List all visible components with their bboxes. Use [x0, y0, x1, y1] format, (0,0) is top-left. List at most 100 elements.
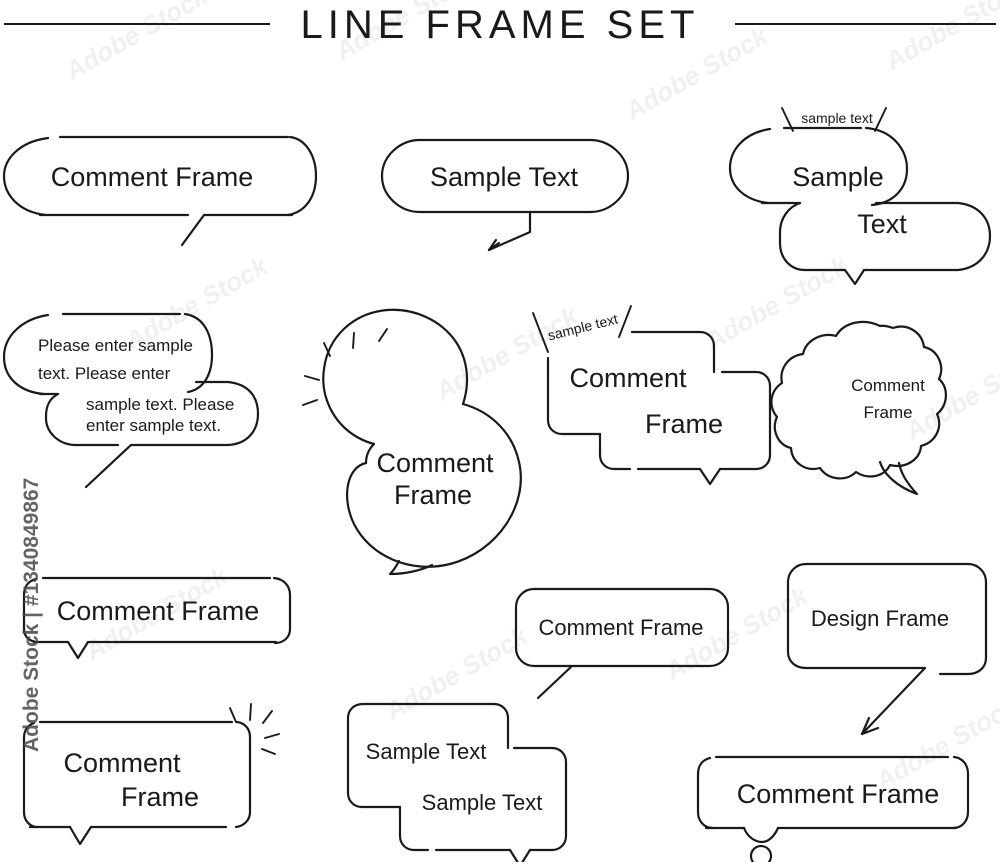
frame-label: Comment	[569, 363, 687, 393]
frame-outline-mid	[44, 392, 60, 420]
frame-outline-right	[234, 720, 252, 829]
frame-label: sample text. Please	[86, 395, 234, 414]
thought-dot-icon	[749, 844, 773, 862]
frame-double-circle-comment[interactable]	[302, 308, 522, 576]
label-slash-left	[532, 312, 549, 353]
frame-stacked-please-enter[interactable]	[2, 312, 260, 489]
frame-outline-upper-left	[346, 702, 365, 809]
sparkle-line-icon	[323, 342, 331, 357]
sparkle-line-icon	[302, 399, 318, 406]
frame-label: Sample	[792, 162, 884, 192]
frame-outline-front-circle	[346, 402, 522, 568]
frame-label: Please enter sample	[38, 336, 193, 355]
frame-pill-sample-text-arrow[interactable]	[380, 138, 630, 252]
frame-outline-left-arc	[2, 136, 50, 217]
frame-label: Comment	[63, 748, 181, 778]
frame-tag-label: sample text	[546, 311, 619, 344]
frame-cloud-comment-frame[interactable]	[770, 320, 947, 496]
frame-label: Comment	[851, 376, 925, 395]
label-slash-left	[781, 107, 794, 132]
frame-tail	[66, 640, 90, 660]
sparkle-line-icon	[304, 375, 320, 381]
frame-pill-comment-frame[interactable]	[2, 135, 318, 247]
frame-outline	[532, 587, 730, 668]
frame-label: Frame	[394, 480, 472, 510]
frame-tail	[487, 210, 532, 252]
frame-label: Comment Frame	[737, 779, 940, 809]
frame-outline	[804, 562, 988, 676]
frame-label: Sample Text	[422, 790, 543, 815]
frame-tail	[508, 848, 532, 862]
frame-outline	[770, 320, 947, 480]
frame-label: text. Please enter	[38, 364, 171, 383]
frame-outline-upper-right	[183, 312, 214, 394]
sparkle-line-icon	[262, 710, 273, 724]
frame-outline-lower-right	[956, 201, 992, 272]
page-title: LINE FRAME SET	[301, 3, 700, 47]
frame-rect-comment-frame-small[interactable]	[514, 587, 730, 700]
frame-tag-label: sample text	[801, 110, 873, 126]
frame-rect-comment-frame-thought[interactable]	[696, 755, 970, 862]
frame-outline-back-circle-tail	[364, 442, 376, 465]
frame-label: Frame	[121, 782, 199, 812]
frame-tail	[180, 213, 206, 247]
frame-outline-upper-top	[630, 330, 716, 374]
frame-outline-left	[696, 756, 715, 830]
frame-tail	[860, 666, 927, 736]
frame-label: Comment Frame	[538, 615, 703, 640]
frame-label: Sample Text	[430, 162, 579, 192]
frame-outline-lower-right	[226, 380, 260, 447]
frame-stacked-sample-text[interactable]	[728, 107, 992, 286]
frame-tail-bump	[742, 826, 780, 844]
frame-outline-back-circle	[322, 308, 469, 446]
label-slash-right	[618, 305, 632, 338]
frame-rect-design-frame[interactable]	[786, 562, 988, 736]
sparkle-line-icon	[249, 703, 252, 721]
frame-label: Comment	[376, 448, 494, 478]
frame-outline-left	[514, 587, 574, 668]
frame-tail	[84, 443, 133, 489]
frame-outline-lower-left	[44, 416, 76, 447]
sparkle-line-icon	[378, 328, 388, 342]
frame-label: Text	[857, 209, 907, 239]
frame-outline-bottom-right	[528, 746, 568, 852]
frame-outline-step	[598, 432, 616, 471]
sparkle-line-icon	[352, 332, 355, 349]
frame-outline-bottom-right	[718, 370, 772, 471]
frame-stepped-comment-frame[interactable]	[532, 305, 772, 486]
frame-outline-step	[360, 805, 416, 852]
frame-label: Frame	[863, 403, 912, 422]
frame-rect-comment-frame-wide[interactable]	[22, 576, 292, 660]
label-slash-right	[874, 107, 887, 132]
frame-outline-right	[272, 576, 292, 645]
frame-outline-right-arc	[286, 135, 318, 217]
frame-outline-lower-tail	[843, 268, 866, 286]
frame-tail	[388, 559, 434, 576]
frame-label: enter sample text.	[86, 416, 221, 435]
frame-label: Sample Text	[366, 739, 487, 764]
frame-tail	[878, 460, 919, 496]
frame-rect-comment-frame-sparkle[interactable]	[22, 703, 280, 846]
frame-outline-right	[951, 755, 970, 830]
frame-outline-upper-left	[728, 127, 772, 205]
frame-label: Frame	[645, 409, 723, 439]
sparkle-line-icon	[261, 748, 276, 755]
frame-outline-left	[546, 366, 602, 436]
frame-outline-upper-right	[864, 126, 909, 207]
frame-outline-left	[786, 562, 927, 670]
frame-outline	[380, 138, 630, 214]
sparkle-line-icon	[229, 707, 237, 723]
frame-outline-upper-left	[2, 313, 50, 396]
frame-outline-upper	[361, 702, 510, 750]
frame-outline-tail	[698, 467, 722, 486]
frame-label: Comment Frame	[51, 162, 254, 192]
frame-outline-left	[22, 577, 40, 644]
frame-outline-lower	[778, 201, 807, 272]
frame-label: Design Frame	[811, 606, 949, 631]
frame-outline-left	[22, 721, 38, 829]
frame-tail	[68, 825, 93, 846]
frame-stepped-sample-text[interactable]	[346, 702, 568, 862]
sparkle-line-icon	[264, 733, 280, 739]
frame-tail	[536, 664, 574, 700]
